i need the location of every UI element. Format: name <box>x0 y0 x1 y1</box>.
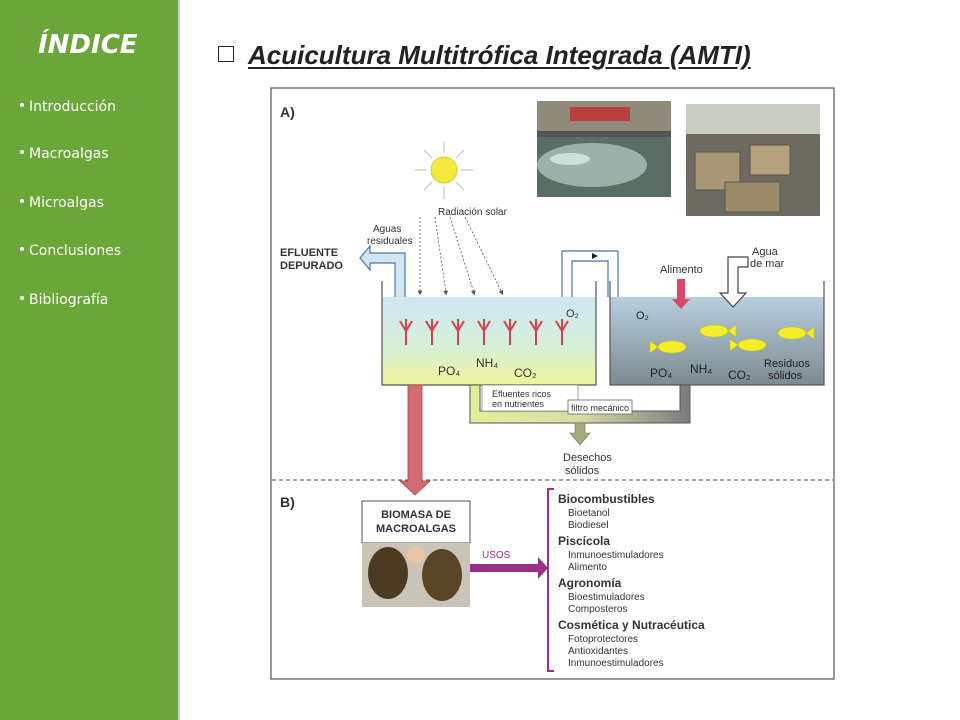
macroalgae-icons <box>399 319 569 345</box>
sidebar-item-label: Introducción <box>29 99 116 115</box>
waste-label-2: sólidos <box>565 465 600 477</box>
seawater-label-2: de mar <box>750 258 785 270</box>
amti-diagram: A) Radiación solar Aguas resi <box>270 87 835 680</box>
uses-label: USOS <box>482 550 511 561</box>
sidebar-item-label: Conclusiones <box>29 243 122 259</box>
checkbox-bullet-icon <box>218 46 234 63</box>
waste-arrow <box>569 422 591 446</box>
use-category-title: Piscícola <box>558 534 610 548</box>
nh4-left-label: NH₄ <box>476 356 498 370</box>
use-item: Composteros <box>568 604 627 615</box>
use-item: Alimento <box>568 562 607 573</box>
photo-tanks-2 <box>686 104 820 216</box>
fish-tank <box>610 297 824 385</box>
seawater-label-1: Agua <box>752 246 779 258</box>
use-category-title: Agronomía <box>558 576 622 590</box>
bullet-icon <box>20 150 24 154</box>
feed-arrow <box>672 279 690 309</box>
macroalgae-photo <box>362 543 470 607</box>
po4-right-label: PO₄ <box>650 366 672 380</box>
solids-label-1: Residuos <box>764 358 810 370</box>
sidebar-item-bibliografia[interactable]: Bibliografía <box>20 292 108 308</box>
mechanical-filter-box <box>567 399 633 415</box>
rich-effluent-label-1: Efluentes ricos <box>492 389 552 399</box>
macroalgae-tank <box>382 297 596 385</box>
feed-label: Alimento <box>660 264 703 276</box>
use-item: Fotoprotectores <box>568 634 638 645</box>
use-item: Inmunoestimuladores <box>568 550 664 561</box>
uses-list: Biocombustibles Bioetanol Biodiesel Pisc… <box>558 492 705 669</box>
uses-arrow <box>470 557 548 579</box>
sidebar-item-microalgas[interactable]: Microalgas <box>20 195 104 211</box>
amti-figure: A) Radiación solar Aguas resi <box>270 87 836 686</box>
co2-right-label: CO₂ <box>728 368 751 382</box>
sidebar-item-label: Microalgas <box>29 195 104 211</box>
biomass-box <box>361 500 471 544</box>
slide-title-text: Acuicultura Multitrófica Integrada (AMTI… <box>248 40 751 70</box>
rich-effluent-label-2: en nutrientes <box>492 399 545 409</box>
use-item: Bioetanol <box>568 508 610 519</box>
bullet-icon <box>20 199 24 203</box>
rich-effluent-box <box>481 384 579 412</box>
sun-icon <box>415 141 473 199</box>
sidebar-item-macroalgas[interactable]: Macroalgas <box>20 146 109 162</box>
mechanical-filter-label: filtro mecánico <box>571 403 629 413</box>
po4-left-label: PO₄ <box>438 364 460 378</box>
use-item: Biodiesel <box>568 520 609 531</box>
o2-left-label: O₂ <box>566 308 579 320</box>
effluent-arrow <box>359 244 406 310</box>
sidebar-title: ÍNDICE <box>38 30 138 60</box>
biomass-flow-arrow <box>398 384 432 496</box>
bullet-icon <box>20 103 24 107</box>
biomass-label-2: MACROALGAS <box>376 523 456 535</box>
wastewater-label-2: residuales <box>367 236 413 247</box>
wastewater-label-1: Aguas <box>373 224 401 235</box>
sidebar: ÍNDICE Introducción Macroalgas Microalga… <box>0 0 180 720</box>
sidebar-item-label: Bibliografía <box>29 292 109 308</box>
slide-title: Acuicultura Multitrófica Integrada (AMTI… <box>218 40 751 71</box>
solar-rays <box>417 216 504 296</box>
waste-label-1: Desechos <box>563 452 612 464</box>
panel-b-label: B) <box>280 494 295 510</box>
use-item: Inmunoestimuladores <box>568 658 664 669</box>
effluent-pipe <box>469 384 691 424</box>
oxygen-connector <box>561 250 619 297</box>
seawater-arrow <box>718 256 749 308</box>
panel-a-label: A) <box>280 104 295 120</box>
photo-tanks-1 <box>537 101 671 197</box>
solids-label-2: sólidos <box>768 370 803 382</box>
use-item: Bioestimuladores <box>568 592 645 603</box>
bullet-icon <box>20 296 24 300</box>
sidebar-item-label: Macroalgas <box>29 146 109 162</box>
sidebar-item-conclusiones[interactable]: Conclusiones <box>20 243 121 259</box>
use-category-title: Biocombustibles <box>558 492 655 506</box>
biomass-label-1: BIOMASA DE <box>381 509 451 521</box>
bullet-icon <box>20 247 24 251</box>
nh4-right-label: NH₄ <box>690 362 712 376</box>
co2-left-label: CO₂ <box>514 366 537 380</box>
use-item: Antioxidantes <box>568 646 628 657</box>
uses-bracket <box>547 488 554 672</box>
effluent-label-2: DEPURADO <box>280 260 343 272</box>
sidebar-item-introduccion[interactable]: Introducción <box>20 99 116 115</box>
fish-icons <box>649 324 815 354</box>
o2-right-label: O₂ <box>636 310 649 322</box>
radiation-label: Radiación solar <box>438 207 508 218</box>
use-category-title: Cosmética y Nutracéutica <box>558 618 705 632</box>
effluent-label-1: EFLUENTE <box>280 247 338 259</box>
